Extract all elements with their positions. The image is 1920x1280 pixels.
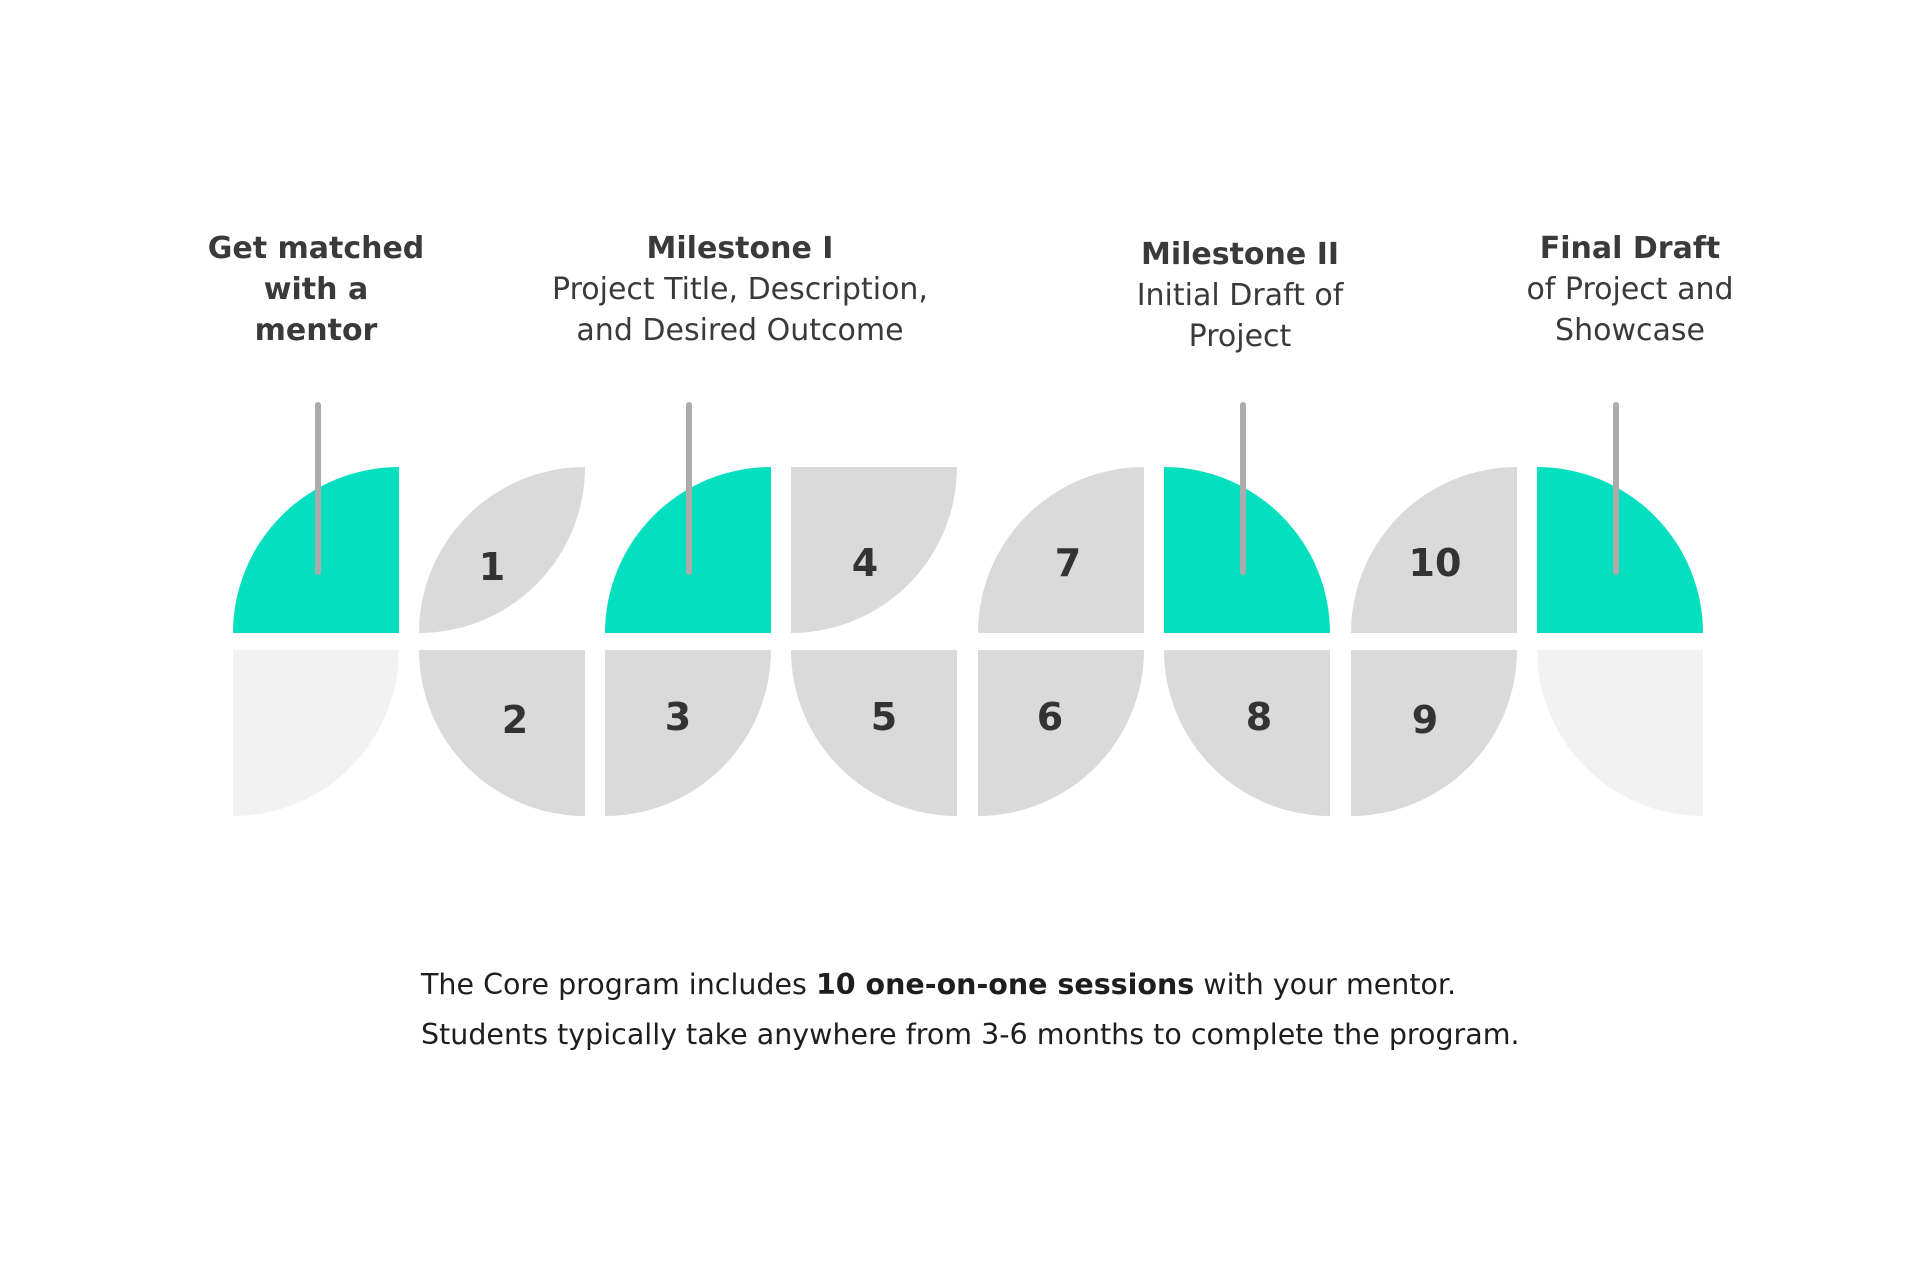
sessions-highlight: 10 one-on-one sessions [815, 968, 1195, 1001]
session-number-8: 8 [1245, 695, 1273, 739]
session-number-1: 1 [478, 545, 506, 589]
milestone-label-milestone-2: Milestone II Initial Draft of Project [1136, 237, 1344, 354]
footer-line-2: Students typically take anywhere from 3-… [421, 1018, 1520, 1051]
pin-stem-final-draft [1613, 402, 1619, 575]
program-description: The Core program includes 10 one-on-one … [421, 960, 1621, 1060]
milestone-label-get-matched: Get matched with a mentor [207, 231, 425, 348]
session-number-6: 6 [1036, 695, 1064, 739]
session-number-2: 2 [501, 698, 529, 742]
session-number-10: 10 [1408, 541, 1462, 585]
placeholder-block-end [1537, 650, 1703, 816]
footer-line-1: The Core program includes 10 one-on-one … [421, 968, 1457, 1001]
milestone-block-final-draft [1537, 467, 1703, 633]
milestone-label-milestone-1: Milestone I Project Title, Description, … [552, 231, 928, 348]
milestone-block-milestone-2 [1164, 467, 1330, 633]
placeholder-block-start [233, 650, 399, 816]
session-number-3: 3 [664, 695, 692, 739]
pin-stem-milestone-1 [686, 402, 692, 575]
session-number-5: 5 [870, 695, 898, 739]
milestone-label-final-draft: Final Draft of Project and Showcase [1526, 231, 1734, 348]
pin-stem-milestone-2 [1240, 402, 1246, 575]
pin-stem-get-matched [315, 402, 321, 575]
session-number-9: 9 [1411, 698, 1439, 742]
session-number-7: 7 [1054, 541, 1082, 585]
session-number-4: 4 [851, 541, 879, 585]
